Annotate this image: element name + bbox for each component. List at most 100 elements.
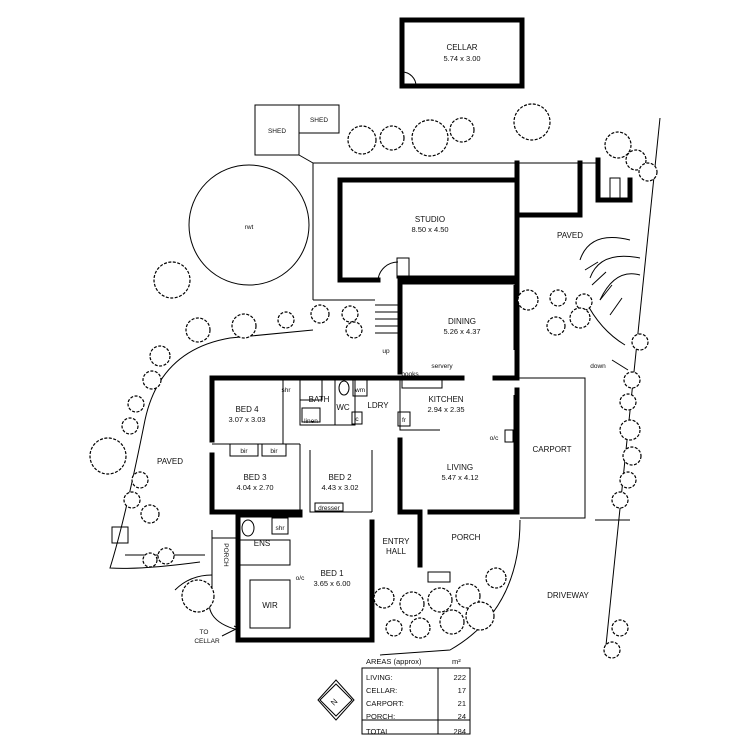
bed1-dim: 3.65 x 6.00 <box>313 579 350 588</box>
tree-icon <box>517 289 539 311</box>
tree-icon <box>513 103 551 141</box>
tree-icon <box>604 131 632 159</box>
tree-icon <box>623 371 641 389</box>
living-dim: 5.47 x 4.12 <box>441 473 478 482</box>
tree-icon <box>611 491 629 509</box>
ens-label: ENS <box>254 539 270 548</box>
linen-label: linen <box>304 418 318 425</box>
dining: DINING 5.26 x 4.37 servery books up <box>375 279 520 381</box>
areas-title: AREAS (approx) <box>366 657 422 666</box>
servery-label: servery <box>431 363 453 370</box>
tree-icon <box>411 119 449 157</box>
bed4-dim: 3.07 x 3.03 <box>228 415 265 424</box>
studio-name: STUDIO <box>415 215 445 224</box>
areas-row-value: 17 <box>458 686 466 695</box>
kitchen-name: KITCHEN <box>428 395 463 404</box>
areas-row-value: 284 <box>453 727 466 736</box>
paths <box>109 117 661 656</box>
living-oc-label: o/c <box>490 435 499 442</box>
cellar-link-label: CELLAR <box>194 638 220 645</box>
bed2-name: BED 2 <box>328 473 352 482</box>
tree-icon <box>485 567 507 589</box>
shed-left-label: SHED <box>268 128 286 135</box>
hall-label: HALL <box>386 547 407 556</box>
tree-icon <box>127 395 145 413</box>
dresser-label: dresser <box>318 505 341 512</box>
areas-row-label: LIVING: <box>366 673 393 682</box>
tree-icon <box>439 609 465 635</box>
tree-icon <box>549 289 567 307</box>
tree-icon <box>569 307 591 329</box>
wm-label: wm <box>354 387 365 394</box>
cellar-dim: 5.74 x 3.00 <box>443 54 480 63</box>
tree-icon <box>89 437 127 475</box>
books-label: books <box>401 371 419 378</box>
kitchen: fr KITCHEN 2.94 x 2.35 <box>397 375 520 431</box>
tree-icon <box>341 305 359 323</box>
bed1-oc-label: o/c <box>296 575 305 582</box>
areas-row-label: CELLAR: <box>366 686 397 695</box>
bed2-dim: 4.43 x 3.02 <box>321 483 358 492</box>
wir-label: WIR <box>262 601 278 610</box>
paved-right-label: PAVED <box>557 231 583 240</box>
areas-row-label: CARPORT: <box>366 699 404 708</box>
tree-icon <box>427 587 453 613</box>
areas-row-label: TOTAL <box>366 727 389 736</box>
bed4-name: BED 4 <box>235 405 259 414</box>
tree-icon <box>185 317 211 343</box>
north-arrow: N <box>317 679 355 721</box>
bed1: shr ENS WIR o/c BED 1 3.65 x 6.00 <box>235 512 375 643</box>
tree-icon <box>546 316 566 336</box>
areas-row-value: 222 <box>453 673 466 682</box>
studio-dim: 8.50 x 4.50 <box>411 225 448 234</box>
wet-areas: shr BATH linen WC wm LDRY c <box>280 375 403 426</box>
tree-icon <box>149 345 171 367</box>
tree-icon <box>631 333 649 351</box>
tree-icon <box>231 313 257 339</box>
laundry-c-label: c <box>355 416 359 423</box>
living: o/c LIVING 5.47 x 4.12 <box>397 387 520 515</box>
cellar-name: CELLAR <box>446 43 477 52</box>
bed3-dim: 4.04 x 2.70 <box>236 483 273 492</box>
tree-icon <box>157 547 175 565</box>
tree-icon <box>619 419 641 441</box>
entry-label: ENTRY <box>383 537 411 546</box>
tree-icon <box>622 446 642 466</box>
entry-hall: ENTRY HALL PORCH PORCH <box>111 512 481 583</box>
bed2: BED 2 4.43 x 3.02 dresser <box>309 450 373 513</box>
porch-front-label: PORCH <box>452 533 481 542</box>
bath-label: BATH <box>309 395 330 404</box>
tree-icon <box>465 601 495 631</box>
tree-icon <box>575 293 593 311</box>
tree-icon <box>619 393 637 411</box>
site-labels: PAVED DRIVEWAY TO CELLAR <box>157 457 590 645</box>
bed1-name: BED 1 <box>320 569 344 578</box>
bed4: BED 4 3.07 x 3.03 bir bir <box>209 375 300 457</box>
kitchen-dim: 2.94 x 2.35 <box>427 405 464 414</box>
bed3-name: BED 3 <box>243 473 267 482</box>
rwt-label: rwt <box>245 224 254 231</box>
rainwater-tank: rwt <box>188 164 310 286</box>
areas-unit: m² <box>452 657 461 666</box>
studio: STUDIO 8.50 x 4.50 <box>337 177 520 283</box>
areas-row-value: 21 <box>458 699 466 708</box>
tree-icon <box>603 641 621 659</box>
dining-name: DINING <box>448 317 476 326</box>
bed3: BED 3 4.04 x 2.70 <box>209 444 303 515</box>
tree-icon <box>345 321 363 339</box>
tree-icon <box>619 471 637 489</box>
tree-icon <box>142 370 162 390</box>
tree-icon <box>140 504 160 524</box>
down-label: down <box>590 363 606 370</box>
tree-icon <box>409 617 431 639</box>
tree-icon <box>153 261 191 299</box>
carport-label: CARPORT <box>533 445 572 454</box>
sheds: SHED SHED <box>254 104 340 156</box>
tree-icon <box>121 417 139 435</box>
tree-icon <box>625 149 647 171</box>
tree-icon <box>399 591 425 617</box>
areas-row-value: 24 <box>458 712 466 721</box>
north-label: N <box>329 697 340 708</box>
